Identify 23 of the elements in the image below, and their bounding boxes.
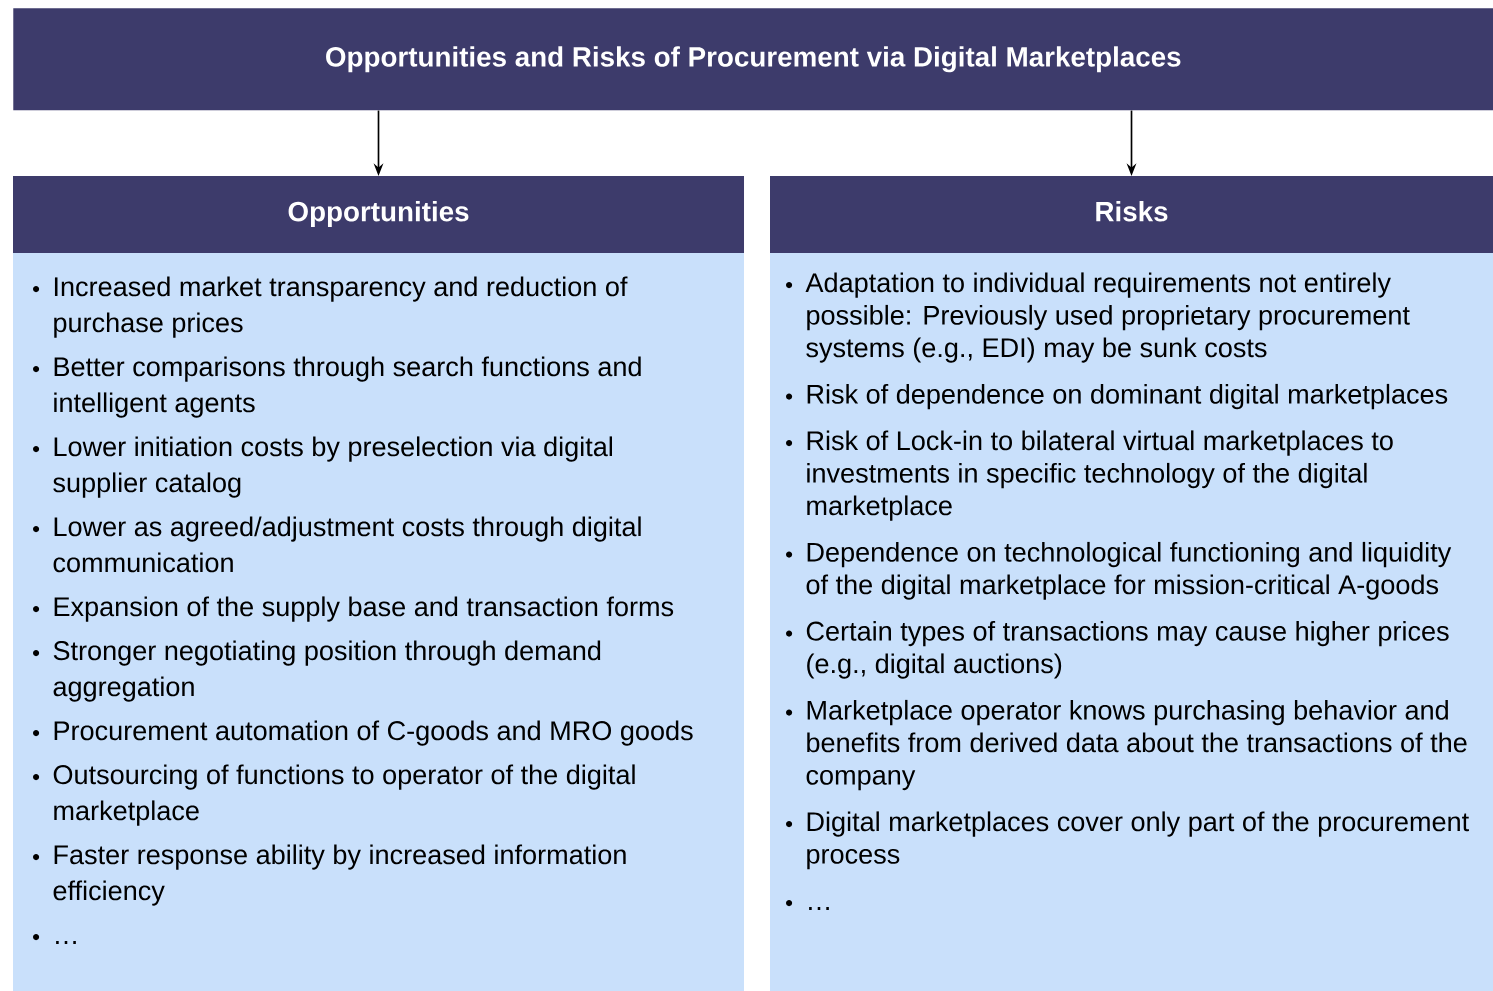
title-banner: Opportunities and Risks of Procurement via Digital Marketplaces xyxy=(13,8,1493,111)
bullet-item: Better comparisons through search functions and intelligent agents xyxy=(33,356,641,418)
bullet-item: Expansion of the supply base and transaction forms xyxy=(33,596,674,622)
bullet-item: Lower initiation costs by preselection via digital supplier catalog xyxy=(33,436,612,498)
bullet-item: Lower as agreed/adjustment costs through digital communication xyxy=(33,516,641,573)
bullet-item: Risk of Lock-in to bilateral virtual marketplaces to investments in specific technology of the digital marketplace xyxy=(786,430,1393,521)
column-heading: Opportunities xyxy=(288,201,469,227)
column-panel xyxy=(13,176,744,991)
bullet-item: Dependence on technological functioning and liquidity of the digital marketplace for mission-critical A-goods xyxy=(786,541,1452,600)
bullet-item: Stronger negotiating position through demand aggregation xyxy=(33,640,601,702)
bullet-item: Procurement automation of C-goods and MRO goods xyxy=(33,720,693,746)
bullet-item: Certain types of transactions may cause higher prices (e.g., digital auctions) xyxy=(786,620,1449,679)
bullet-item: Increased market transparency and reduction of purchase prices xyxy=(33,276,628,338)
bullet-item: Digital marketplaces cover only part of the procurement process xyxy=(786,811,1469,870)
column-heading: Risks xyxy=(1096,201,1168,222)
column-panel xyxy=(770,176,1493,991)
bullet-item: … xyxy=(786,900,829,910)
bullet-item: Adaptation to individual requirements not entirely possible: Previously used proprietary procurement systems (e.g., EDI) may be sunk costs xyxy=(786,272,1410,363)
bullet-item: … xyxy=(33,934,76,944)
bullet-item: Faster response ability by increased information efficiency xyxy=(33,844,626,906)
bullet-item: Marketplace operator knows purchasing behavior and benefits from derived data about the transactions of the company xyxy=(786,699,1467,791)
bullet-item: Risk of dependence on dominant digital marketplaces xyxy=(786,383,1448,410)
bullet-item: Outsourcing of functions to operator of the digital marketplace xyxy=(33,764,635,826)
